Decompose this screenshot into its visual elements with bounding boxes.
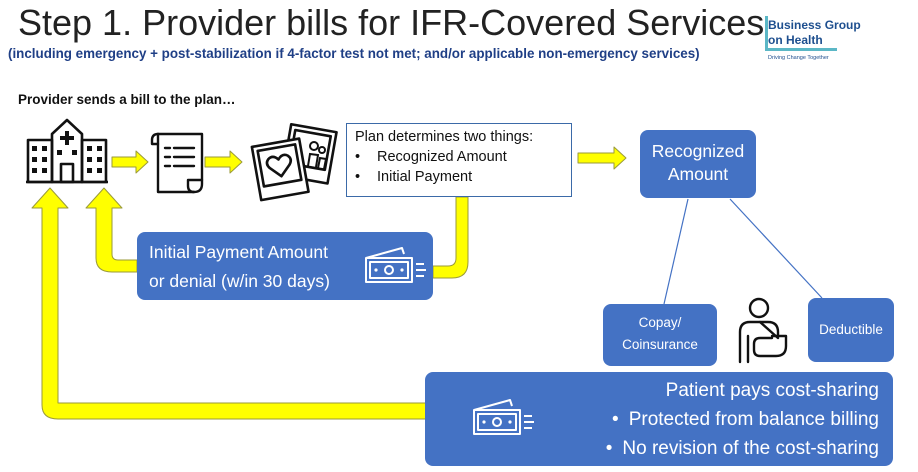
patient-box-item-text: No revision of the cost-sharing [622, 438, 879, 459]
hospital-icon [26, 118, 108, 184]
bullet: • [612, 409, 619, 430]
arrow-hospital-to-bill [111, 150, 149, 174]
page-subtitle: (including emergency + post-stabilizatio… [8, 46, 700, 61]
patient-box-item-text: Protected from balance billing [628, 409, 879, 430]
bullet: • [605, 438, 613, 459]
copay-coinsurance-box: Copay/ Coinsurance [603, 304, 717, 366]
patient-box-item: • No revision of the cost-sharing [425, 434, 879, 463]
logo-accent-bar-vertical [765, 16, 768, 48]
arrow-bill-to-photos [204, 150, 243, 174]
business-group-logo: Business Group on Health Driving Change … [760, 14, 870, 66]
step-heading: Provider sends a bill to the plan… [18, 92, 236, 107]
plan-box-heading: Plan determines two things: [355, 129, 534, 145]
photos-icon [250, 122, 338, 202]
initial-payment-line-1: Initial Payment Amount [149, 242, 328, 262]
page-title: Step 1. Provider bills for IFR-Covered S… [18, 2, 765, 43]
plan-box-item: • Initial Payment [355, 167, 563, 187]
copay-line-2: Coinsurance [622, 337, 698, 352]
initial-payment-box: Initial Payment Amount or denial (w/in 3… [137, 232, 433, 300]
initial-payment-line-2: or denial (w/in 30 days) [149, 271, 330, 291]
money-icon [473, 399, 534, 435]
patient-box-heading: Patient pays cost-sharing [665, 380, 879, 401]
arrow-patient-to-hospital [31, 187, 428, 420]
arrow-plan-to-initial-payment [432, 196, 469, 279]
logo-tagline: Driving Change Together [768, 55, 829, 61]
plan-box-item: • Recognized Amount [355, 147, 563, 167]
patient-injured-icon [738, 297, 788, 364]
recognized-box-line-1: Recognized [651, 141, 745, 161]
deductible-label: Deductible [819, 322, 883, 337]
recognized-box-line-2: Amount [667, 164, 729, 184]
arrow-initial-payment-to-hospital [85, 187, 138, 273]
deductible-box: Deductible [808, 298, 894, 362]
bullet: • [355, 149, 361, 165]
money-icon [365, 247, 426, 283]
line-recognized-to-copay [663, 198, 689, 305]
patient-pays-box: Patient pays cost-sharing • Protected fro… [425, 372, 893, 466]
recognized-amount-box: Recognized Amount [640, 130, 756, 198]
plan-determines-box: Plan determines two things: • Recognized … [346, 123, 572, 197]
arrow-plan-to-recognized [577, 146, 627, 170]
bullet: • [355, 169, 361, 185]
logo-line-1: Business Group [768, 18, 861, 32]
patient-box-item: • Protected from balance billing [425, 405, 879, 434]
copay-line-1: Copay/ [638, 315, 682, 330]
plan-box-item-text: Initial Payment [377, 169, 473, 185]
plan-box-item-text: Recognized Amount [377, 149, 507, 165]
logo-accent-bar-horizontal [765, 48, 837, 51]
logo-line-2: on Health [768, 33, 823, 47]
bill-document-icon [150, 132, 204, 194]
line-recognized-to-deductible [729, 198, 823, 299]
